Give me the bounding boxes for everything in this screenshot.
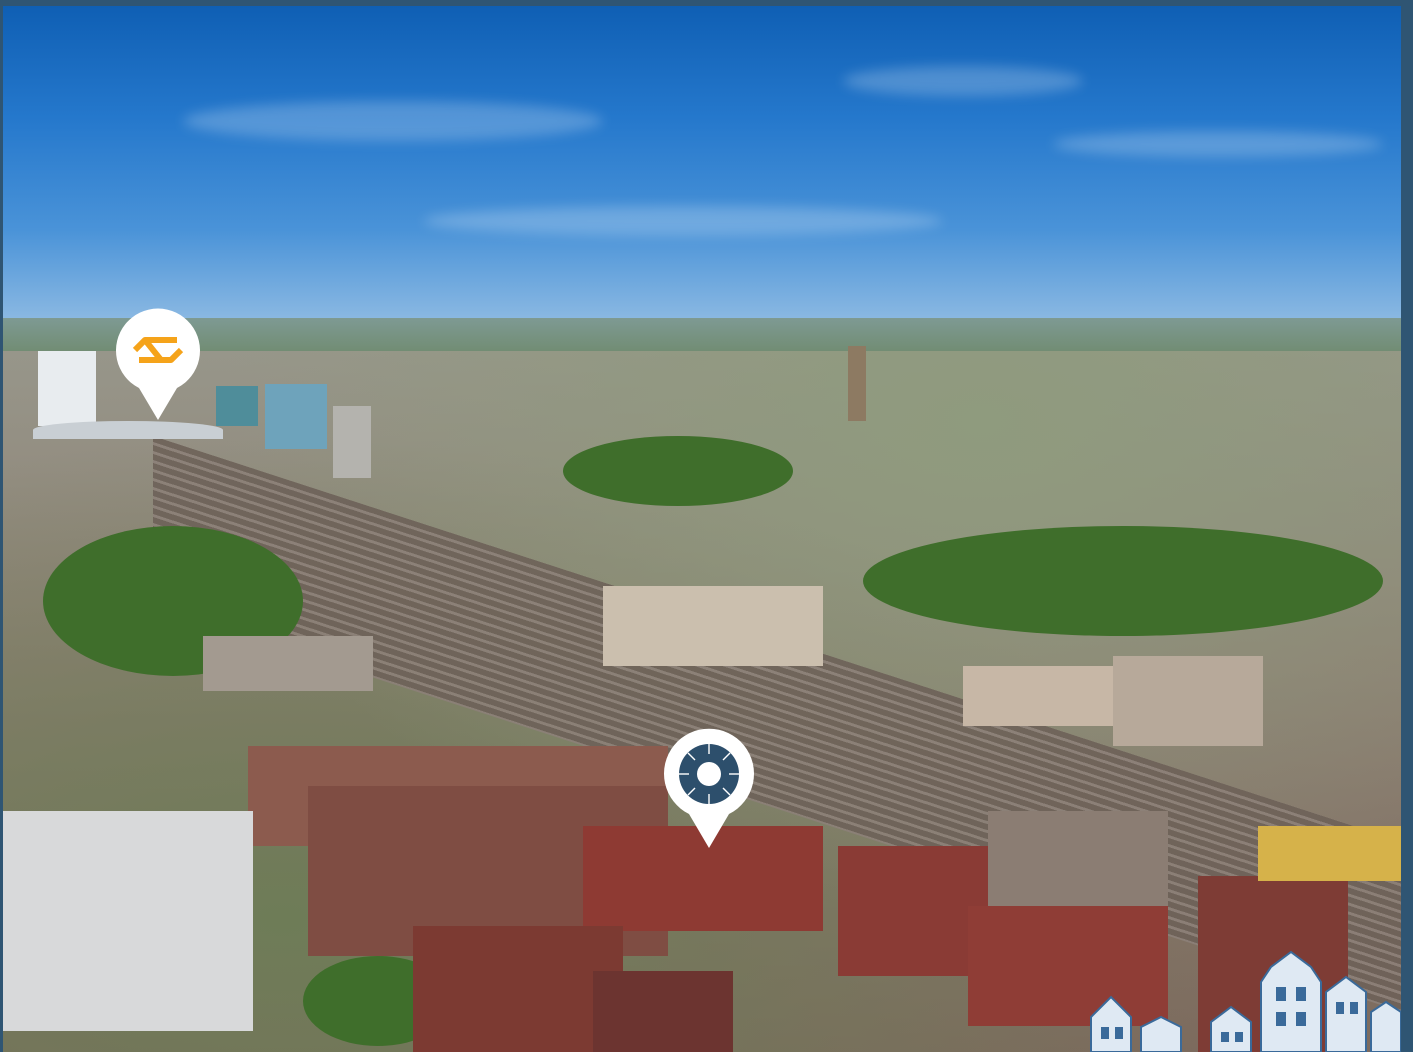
apartment-block [963, 666, 1123, 726]
office-tower [333, 406, 371, 478]
white-building [3, 811, 253, 1031]
cloud [843, 66, 1083, 96]
cloud [183, 101, 603, 141]
brick-apartment [968, 906, 1168, 1026]
church-tower [848, 346, 866, 421]
sky [3, 6, 1401, 326]
apartment-block [203, 636, 373, 691]
brick-apartment [593, 971, 733, 1052]
cloud [423, 206, 943, 236]
train [1258, 826, 1401, 881]
park-trees [863, 526, 1383, 636]
train-station-pin[interactable] [115, 308, 201, 426]
apartment-block [1113, 656, 1263, 746]
canal-houses-skyline [1071, 922, 1401, 1052]
historic-building [988, 811, 1168, 921]
ns-rail-logo-icon [132, 337, 184, 363]
office-tower [216, 386, 258, 426]
sun-burst-logo-icon [679, 744, 739, 804]
office-tower [265, 384, 327, 449]
office-tower [38, 351, 96, 426]
apartment-block [603, 586, 823, 666]
brick-apartment [583, 826, 823, 931]
park-trees [563, 436, 793, 506]
station-roof [33, 421, 223, 439]
brick-apartment [413, 926, 623, 1052]
cloud [1053, 131, 1383, 157]
project-location-pin[interactable] [663, 728, 755, 852]
aerial-photo [3, 6, 1401, 1052]
